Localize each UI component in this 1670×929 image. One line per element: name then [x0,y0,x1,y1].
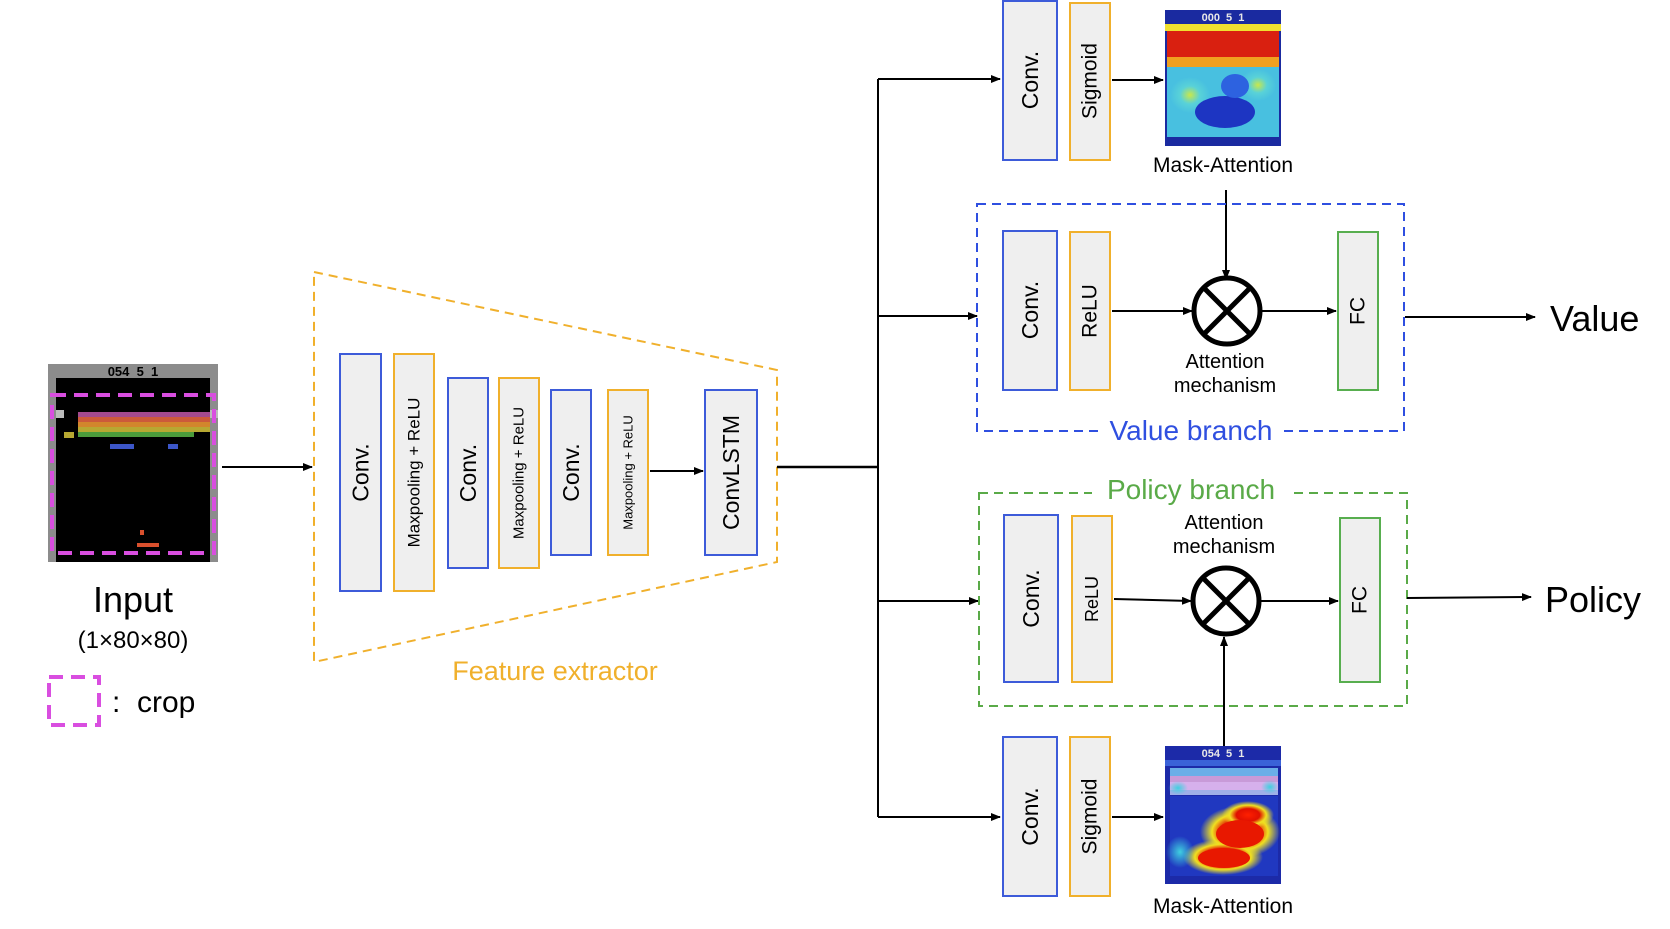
trunk-connectors [777,75,1001,821]
value-branch-conv-label: Conv. [1017,281,1043,339]
feature-extractor-outline [313,270,778,664]
extractor-conv-3-label: Conv. [558,443,584,501]
policy-branch-relu-label: ReLU [1082,576,1102,622]
extractor-maxpool-relu-1-label: Maxpooling + ReLU [405,398,424,548]
extractor-maxpool-relu-3: Maxpooling + ReLU [607,389,649,556]
input-shape-label: (1×80×80) [78,627,189,654]
value-branch-relu: ReLU [1069,231,1111,391]
feature-extractor-title: Feature extractor [452,656,658,686]
value-mask-conv-label: Conv. [1017,51,1043,109]
extractor-maxpool-relu-1: Maxpooling + ReLU [393,353,435,592]
value-attention-label-line2: mechanism [1174,375,1276,397]
policy-branch-title: Policy branch [1107,474,1275,505]
policy-attention-heatmap: 054 5 1 [1165,746,1281,884]
policy-branch-fc-label: FC [1349,586,1372,614]
value-branch-fc-label: FC [1347,297,1370,325]
policy-attention-label-line1: Attention [1185,512,1264,534]
extractor-conv-2: Conv. [447,377,489,569]
policy-branch-conv-label: Conv. [1018,569,1044,627]
policy-mask-sigmoid: Sigmoid [1069,736,1111,897]
policy-mask-conv: Conv. [1002,736,1058,897]
policy-mask-score-text: 054 5 1 [1202,748,1245,760]
policy-output-label: Policy [1545,579,1641,620]
value-attention-multiply-icon [1191,275,1263,347]
policy-mask-sigmoid-label: Sigmoid [1079,779,1102,855]
extractor-conv-1: Conv. [339,353,382,592]
value-mask-caption: Mask-Attention [1153,154,1293,177]
value-branch-conv: Conv. [1002,230,1058,391]
policy-mask-conv-label: Conv. [1017,787,1043,845]
policy-branch-conv: Conv. [1003,514,1059,683]
value-branch-title: Value branch [1110,415,1273,446]
policy-attention-multiply-icon [1190,565,1262,637]
policy-attention-label-line2: mechanism [1173,536,1275,558]
policy-branch-fc: FC [1339,517,1381,683]
policy-branch-relu: ReLU [1071,515,1113,683]
policy-mask-caption: Mask-Attention [1153,895,1293,918]
value-mask-sigmoid: Sigmoid [1069,2,1111,161]
input-frame: 054 5 1 [48,364,218,562]
extractor-conv-2-label: Conv. [455,444,481,502]
extractor-convlstm-label: ConvLSTM [718,415,744,530]
value-output-label: Value [1550,298,1639,339]
value-mask-score-text: 000 5 1 [1202,12,1245,24]
input-score-text: 054 5 1 [108,364,159,379]
crop-legend-text: : crop [112,686,195,719]
input-crop-marker [50,393,216,555]
input-label: Input [93,579,173,620]
value-branch-outline [976,203,1405,432]
value-attention-heatmap: 000 5 1 [1165,10,1281,146]
value-branch-fc: FC [1337,231,1379,391]
value-mask-conv: Conv. [1002,0,1058,161]
value-attention-label-line1: Attention [1186,351,1265,373]
arrow-policy-relu-to-attention [1113,596,1192,605]
extractor-maxpool-relu-2: Maxpooling + ReLU [498,377,540,569]
extractor-convlstm: ConvLSTM [704,389,758,556]
crop-legend-marker [47,675,101,727]
extractor-conv-1-label: Conv. [348,443,374,501]
value-mask-sigmoid-label: Sigmoid [1079,43,1102,119]
value-branch-relu-label: ReLU [1079,284,1102,338]
extractor-maxpool-relu-3-label: Maxpooling + ReLU [621,415,636,530]
extractor-conv-3: Conv. [550,389,592,556]
arrow-policy-output [1406,593,1532,602]
extractor-maxpool-relu-2-label: Maxpooling + ReLU [511,407,528,539]
